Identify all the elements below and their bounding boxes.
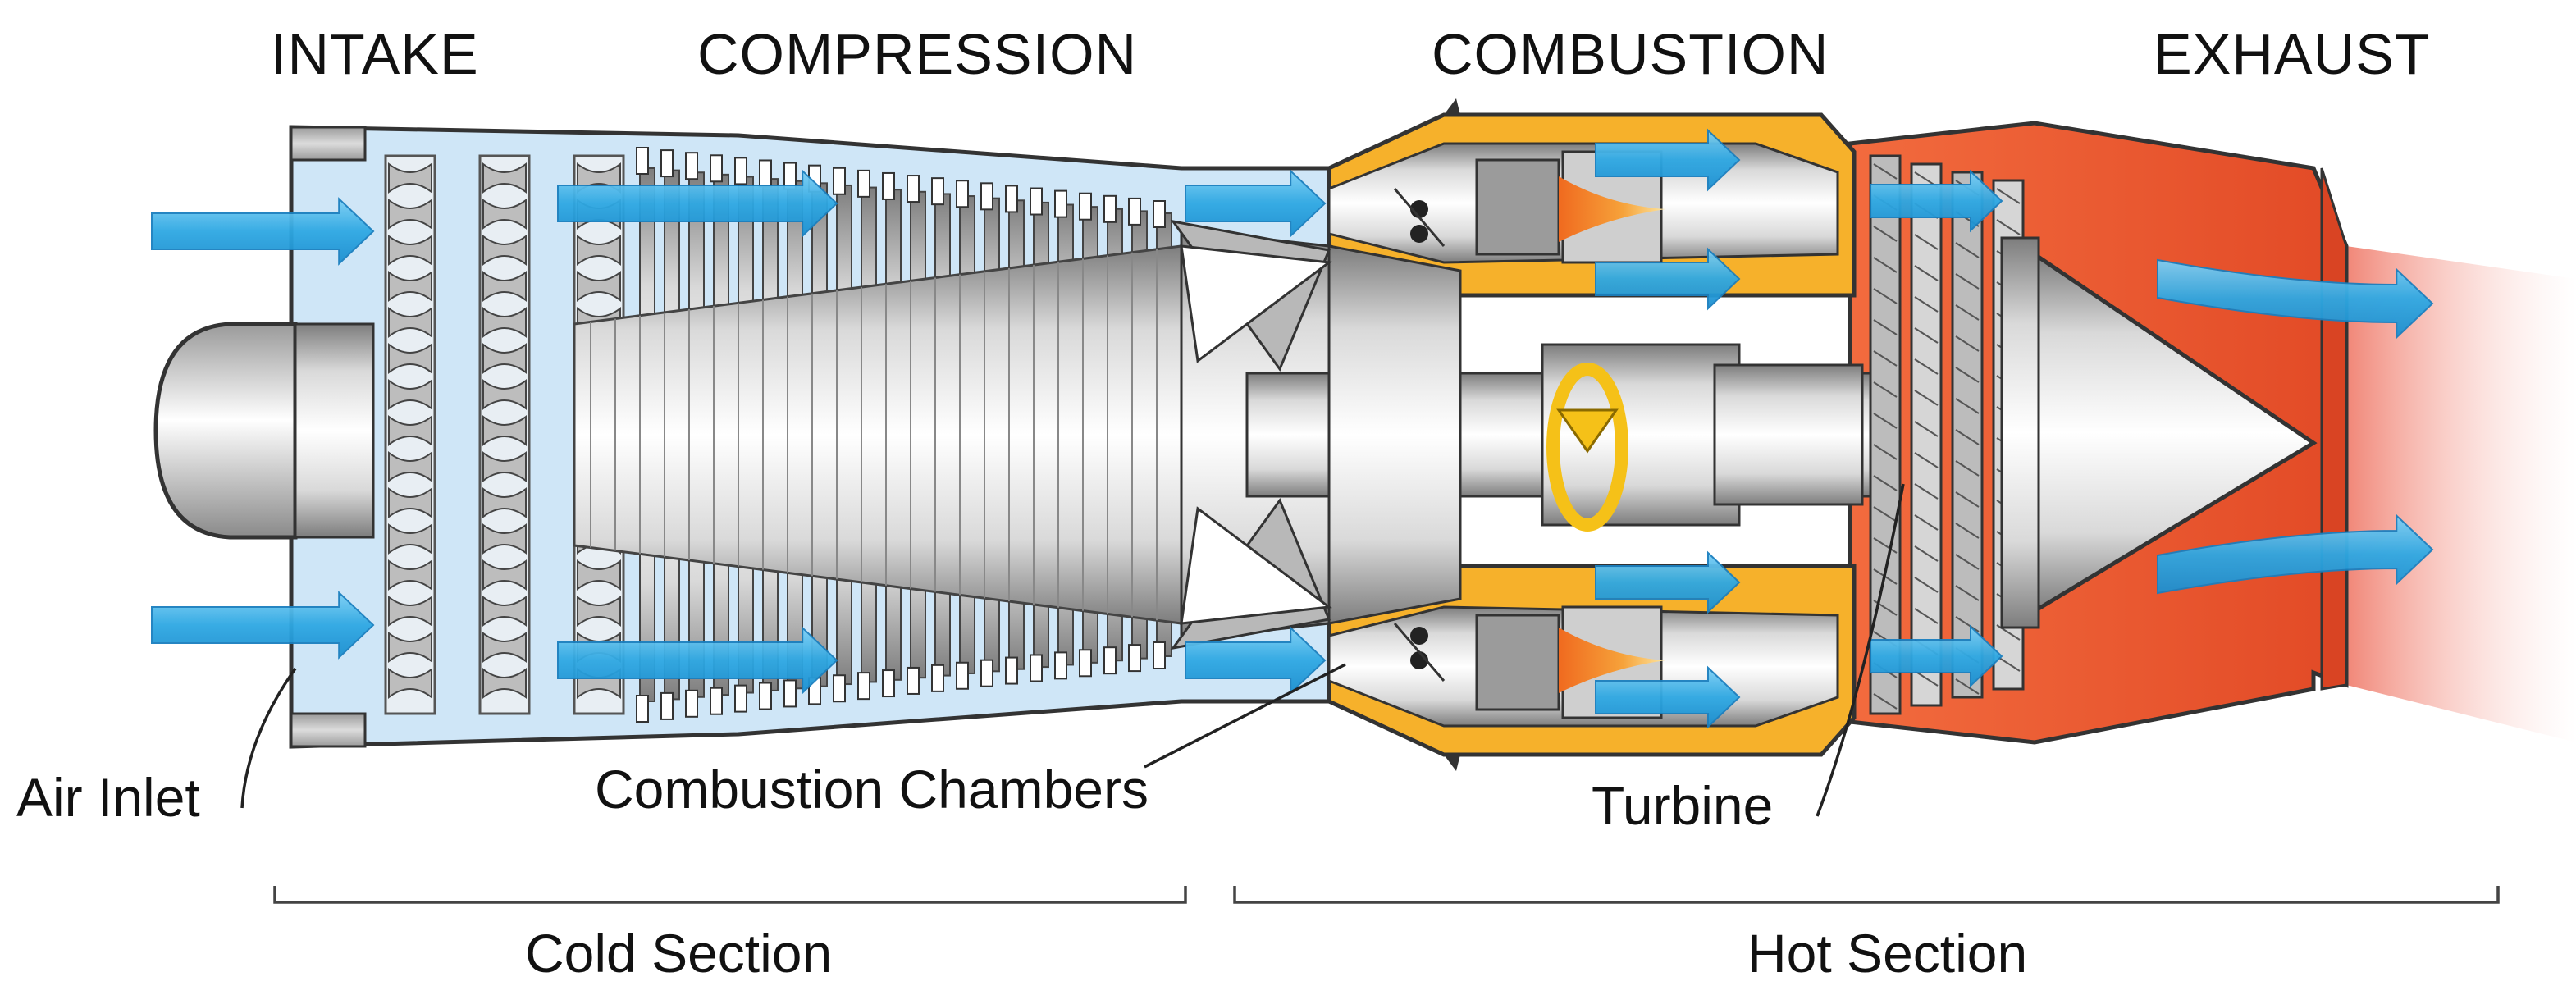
airflow-arrow-icon <box>1185 626 1327 695</box>
turbine-stage <box>1951 171 1984 699</box>
airflow-arrow-icon <box>2157 258 2434 340</box>
turbine-stage <box>1869 154 1902 715</box>
stage-label-exhaust: EXHAUST <box>2154 22 2431 86</box>
combustion-chamber-bottom <box>1327 605 1839 728</box>
combustion-chambers-leader <box>1144 663 1346 769</box>
combustion-chamber-top <box>1327 142 1839 264</box>
combustion-chambers-label: Combustion Chambers <box>595 759 1149 819</box>
airflow-arrow-icon <box>1595 247 1741 311</box>
turbine-label: Turbine <box>1592 775 1773 836</box>
airflow-arrow-icon <box>1595 665 1741 729</box>
stage-label-intake: INTAKE <box>271 22 479 86</box>
hot-section-label: Hot Section <box>1747 923 2027 984</box>
airflow-arrow-icon <box>1595 128 1741 192</box>
exhaust-plume <box>2346 246 2576 742</box>
stage-label-compression: COMPRESSION <box>697 22 1137 86</box>
stage-label-combustion: COMBUSTION <box>1432 22 1829 86</box>
airflow-arrow-icon <box>151 197 375 266</box>
fan-blade-column <box>384 154 436 715</box>
cold-section-bracket <box>273 886 1187 904</box>
compressor-stages <box>384 147 1183 723</box>
fan-blade-column <box>478 154 531 715</box>
airflow-arrow-icon <box>1870 624 2003 688</box>
airflow-arrow-icon <box>1870 169 2003 233</box>
air-inlet-leader <box>240 667 297 809</box>
air-inlet-label: Air Inlet <box>16 767 200 828</box>
airflow-arrow-icon <box>2157 513 2434 595</box>
exhaust-cone <box>2000 236 2318 629</box>
turbine-leader <box>1816 483 1905 817</box>
intake-spinner <box>153 322 375 540</box>
airflow-arrow-icon <box>557 169 838 238</box>
cold-section-label: Cold Section <box>525 923 832 984</box>
rotation-arrow-icon <box>1546 363 1628 532</box>
diffuser-struts <box>1170 219 1332 650</box>
airflow-arrow-icon <box>1595 550 1741 614</box>
airflow-arrow-icon <box>557 626 838 695</box>
airflow-arrows <box>151 128 2434 729</box>
turbine-stage <box>1910 162 1943 707</box>
airflow-arrow-icon <box>1185 169 1327 238</box>
airflow-arrow-icon <box>151 591 375 660</box>
hot-section-bracket <box>1233 886 2500 904</box>
